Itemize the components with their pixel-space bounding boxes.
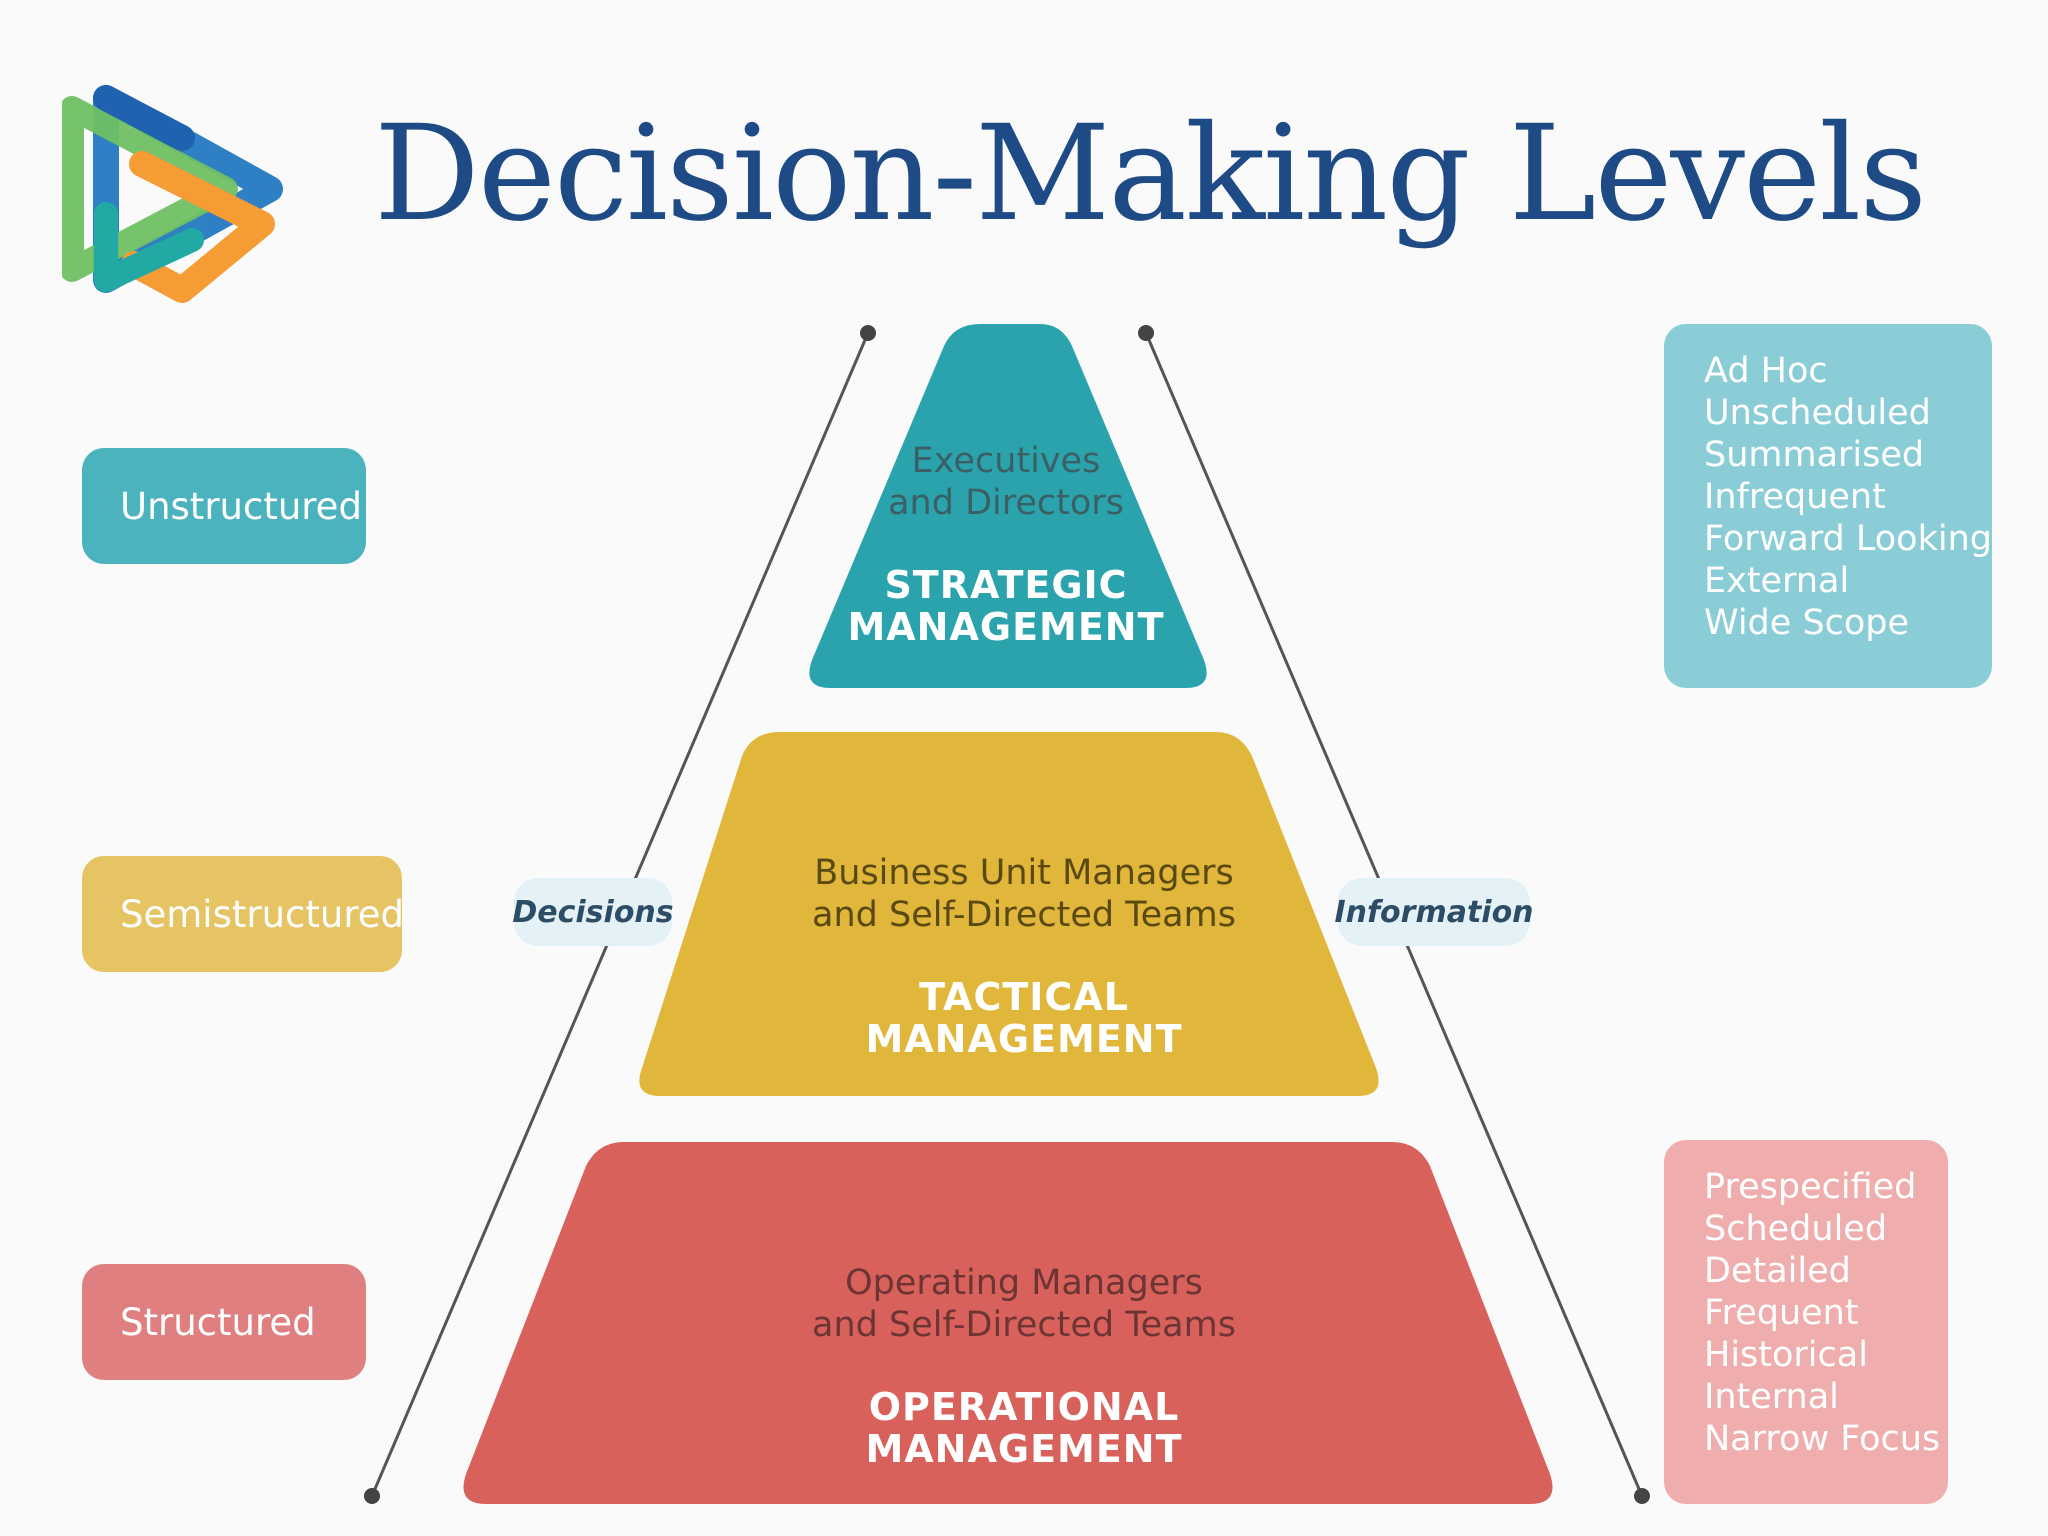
operational-mgmt-line1: OPERATIONAL [868,1385,1180,1429]
page-title: Decision-Making Levels [374,97,1927,251]
decisions-axis-bottom-dot [364,1488,380,1504]
operational-who-line2: and Self-Directed Teams [812,1305,1236,1345]
info-attribute: Internal [1704,1377,1839,1417]
info-attribute: Ad Hoc [1704,351,1828,391]
info-attribute: Prespecified [1704,1167,1917,1207]
strategic-level: Executives and Directors STRATEGIC MANAG… [806,440,1206,648]
tactical-who-line1: Business Unit Managers [814,853,1234,893]
info-attribute: Infrequent [1704,477,1886,517]
information-axis-top-dot [1138,325,1154,341]
information-axis-bottom-dot [1634,1488,1650,1504]
strategic-mgmt-line2: MANAGEMENT [847,605,1165,649]
play-triangles-logo-icon [62,85,283,303]
info-attribute: Scheduled [1704,1209,1888,1249]
info-attribute: Historical [1704,1335,1868,1375]
operational-who-line1: Operating Managers [845,1263,1203,1303]
strategic-who-line2: and Directors [888,483,1124,523]
info-attribute: Narrow Focus [1704,1419,1941,1459]
info-attribute: Wide Scope [1704,603,1910,643]
info-attribute: Frequent [1704,1293,1859,1333]
strategic-mgmt-line1: STRATEGIC [884,563,1128,607]
structured-label: Structured [82,1264,366,1380]
info-attribute: Detailed [1704,1251,1851,1291]
strategic-tier-shape [809,324,1207,688]
info-attribute: Summarised [1704,435,1925,475]
tactical-mgmt-line2: MANAGEMENT [865,1017,1183,1061]
tactical-tier-shape [639,732,1379,1096]
info-attribute: External [1704,561,1850,601]
tactical-who-line2: and Self-Directed Teams [812,895,1236,935]
tactical-mgmt-line1: TACTICAL [919,975,1129,1019]
strategic-who-line1: Executives [911,441,1101,481]
decisions-tag: Decisions [512,878,674,946]
information-tag: Information [1334,878,1534,946]
unstructured-label: Unstructured [82,448,366,564]
semistructured-label: Semistructured [82,856,404,972]
information-attributes-bottom: Prespecified Scheduled Detailed Frequent… [1664,1140,1948,1504]
info-attribute: Forward Looking [1704,519,1992,559]
operational-level: Operating Managers and Self-Directed Tea… [776,1262,1272,1470]
operational-tier-shape [463,1142,1553,1504]
information-attributes-top: Ad Hoc Unscheduled Summarised Infrequent… [1664,324,1992,688]
tactical-level: Business Unit Managers and Self-Directed… [776,852,1272,1060]
operational-mgmt-line2: MANAGEMENT [865,1427,1183,1471]
decisions-axis-top-dot [860,325,876,341]
info-attribute: Unscheduled [1704,393,1931,433]
